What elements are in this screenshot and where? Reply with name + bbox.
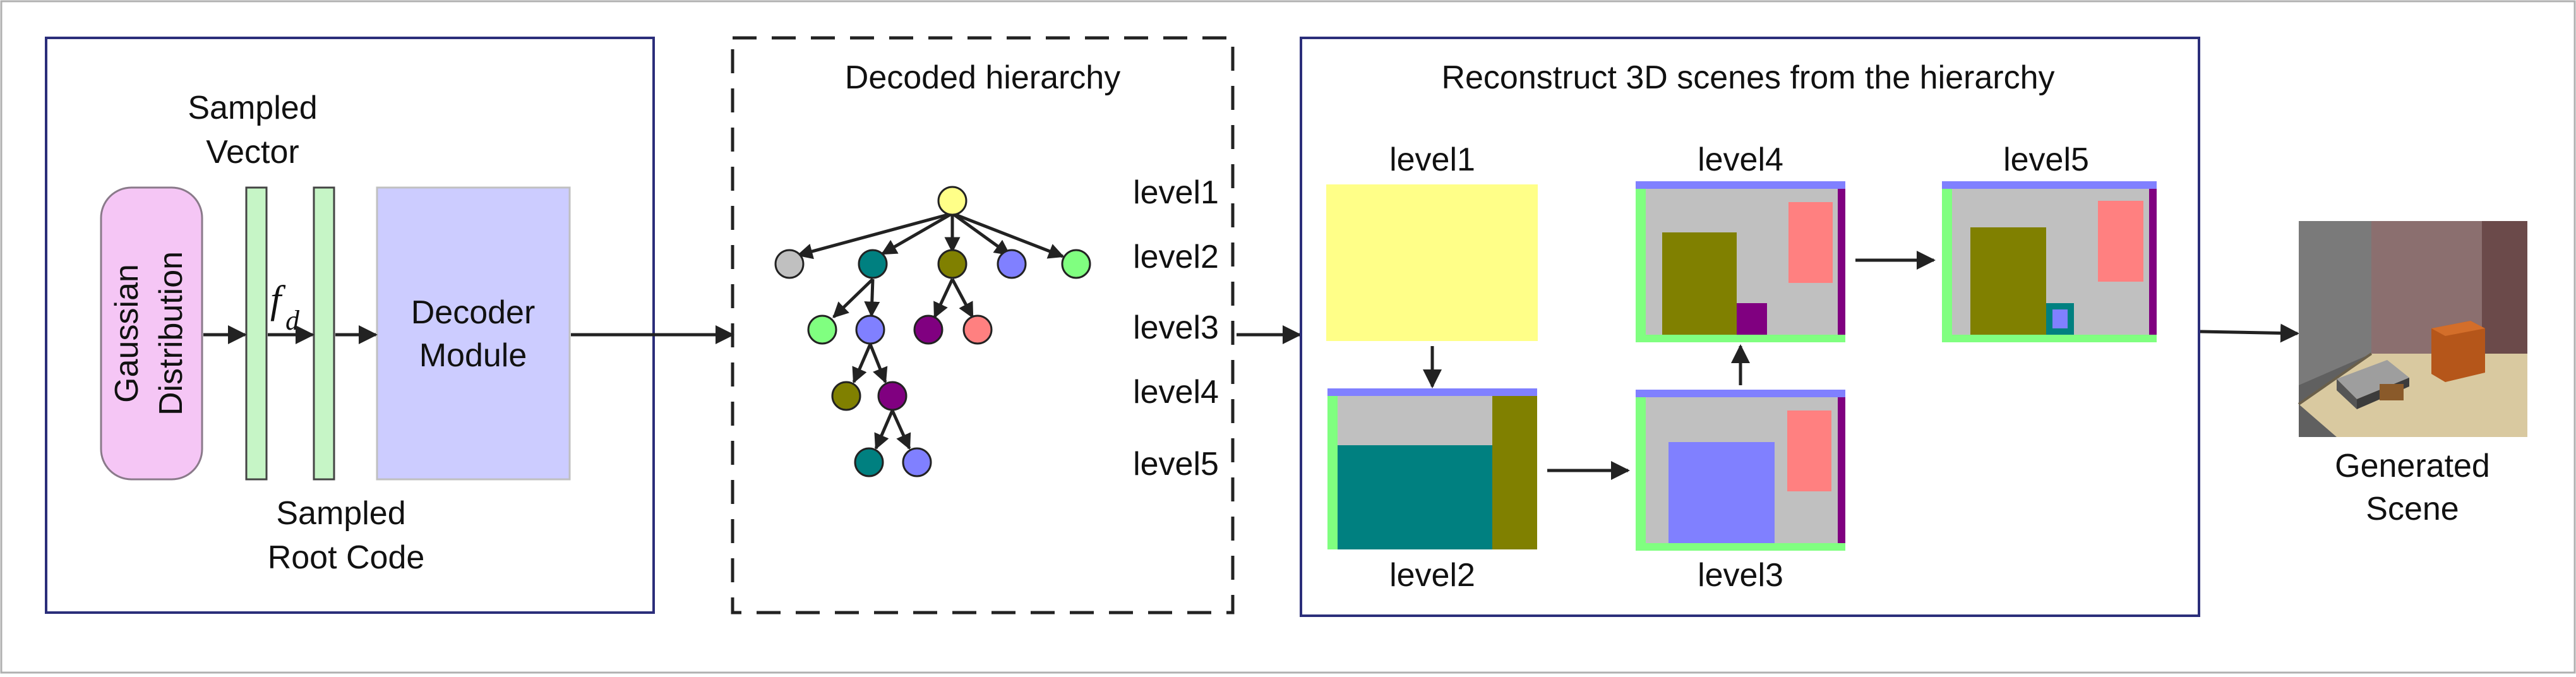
tree-node-l5-teal [854,447,884,477]
root-code-label-line2: Root Code [268,539,425,576]
tree-node-l2-olive [937,249,967,279]
gaussian-label-line1: Gaussian [109,264,145,403]
sampled-vector-bar [245,186,268,481]
fd-symbol: f [270,279,286,321]
hierarchy-title: Decoded hierarchy [845,59,1120,96]
scene-level4 [1636,181,1845,342]
tree-node-root [937,186,967,216]
hierarchy-level1-label: level1 [1133,174,1219,211]
tree-node-l3-periwinkle [855,315,885,345]
hierarchy-level2-label: level2 [1133,239,1219,275]
tree-node-l2-green [1061,249,1091,279]
root-code-bar [313,186,335,481]
sampled-vector-label-line1: Sampled [188,90,317,126]
tree-node-l3-green [807,315,837,345]
fd-subscript: d [285,305,300,336]
reconstruct-level3-label: level3 [1698,557,1783,594]
sampled-vector-label-line2: Vector [206,134,299,171]
tree-node-l2-periwinkle [997,249,1027,279]
arrow-reconstruct-to-output [2200,323,2299,343]
decoder-module-box [376,186,571,481]
tree-node-l4-purple [877,381,908,411]
hierarchy-panel [731,36,1235,614]
reconstruct-level2-label: level2 [1389,557,1475,594]
generated-scene-image [2297,221,2527,437]
decoder-label-line2: Module [419,337,527,374]
hierarchy-tree [796,212,1065,450]
tree-node-l4-olive [831,381,861,411]
root-code-label-line1: Sampled [276,495,405,532]
hierarchy-level5-label: level5 [1133,446,1219,482]
reconstruct-level4-label: level4 [1698,141,1783,178]
tree-node-l2-gray [774,249,805,279]
gaussian-label-line2: Distribution [153,251,189,416]
decoder-label-line1: Decoder [411,294,536,331]
scene-level2 [1327,388,1537,549]
encoder-panel [45,37,655,614]
output-label-line1: Generated [2335,448,2490,484]
tree-node-l3-purple [913,315,944,345]
reconstruct-panel [1300,37,2200,617]
tree-node-l5-periwinkle [902,447,932,477]
output-label-line2: Scene [2366,491,2459,527]
reconstruct-level5-label: level5 [2003,141,2089,178]
scene-level3 [1636,390,1845,551]
scene-level5 [1942,181,2157,342]
hierarchy-level3-label: level3 [1133,309,1219,346]
reconstruct-title: Reconstruct 3D scenes from the hierarchy [1441,59,2054,96]
hierarchy-level4-label: level4 [1133,374,1219,410]
reconstruct-level1-label: level1 [1389,141,1475,178]
tree-node-l3-salmon [962,315,993,345]
tree-node-l2-teal [858,249,888,279]
scene-level1 [1326,184,1538,341]
gaussian-distribution-box [100,186,203,481]
